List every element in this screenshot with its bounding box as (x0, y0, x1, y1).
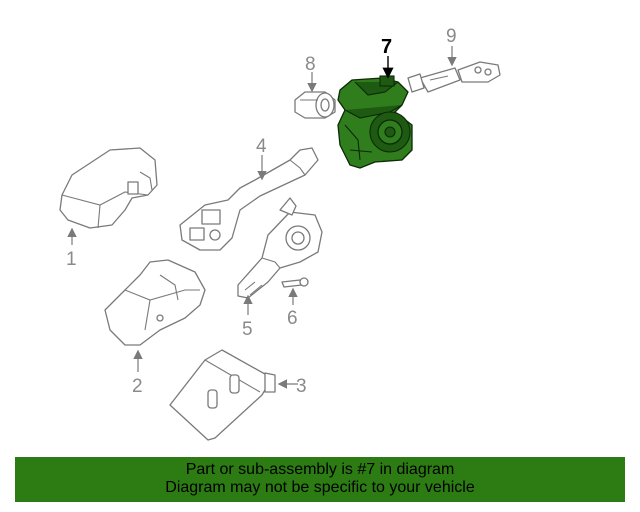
callout-6: 6 (287, 308, 298, 329)
callout-5: 5 (242, 319, 253, 340)
banner-line-1: Part or sub-assembly is #7 in diagram (185, 461, 455, 478)
part-9-key[interactable] (407, 61, 501, 93)
callout-8: 8 (305, 54, 316, 75)
part-5-signal-switch[interactable] (237, 197, 323, 299)
callout-2: 2 (132, 376, 143, 397)
part-1-upper-shroud[interactable] (59, 147, 158, 229)
callout-3: 3 (296, 376, 307, 397)
callout-4: 4 (256, 136, 267, 157)
part-4-switch[interactable] (179, 147, 319, 251)
part-2-lower-shroud[interactable] (104, 259, 206, 346)
part-3-cover[interactable] (169, 349, 276, 441)
callout-9: 9 (446, 26, 457, 47)
part-7-lock-housing[interactable] (337, 75, 413, 169)
parts-diagram: 1 2 3 4 5 6 7 8 9 (59, 26, 501, 441)
info-banner: Part or sub-assembly is #7 in diagram Di… (15, 457, 625, 502)
banner-line-2: Diagram may not be specific to your vehi… (165, 479, 475, 496)
callout-1: 1 (66, 249, 77, 270)
callout-7: 7 (381, 36, 392, 58)
part-8-lock-cylinder[interactable] (294, 91, 336, 119)
part-6-screw[interactable] (281, 277, 309, 288)
